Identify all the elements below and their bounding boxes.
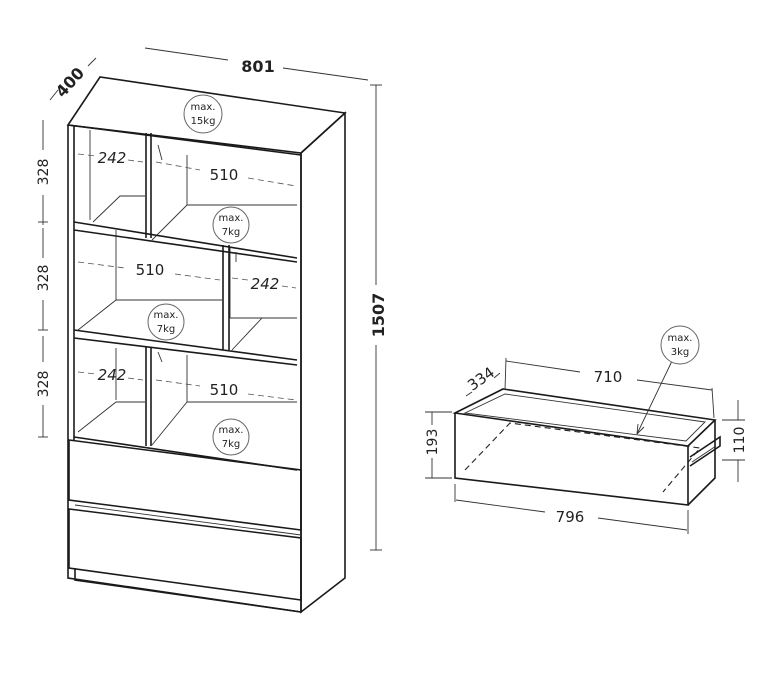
svg-text:max.: max. [219, 425, 244, 436]
svg-text:15kg: 15kg [191, 116, 216, 127]
load-badge-shelf-1: max. 7kg [212, 206, 250, 244]
drawer-bottom [464, 422, 702, 493]
svg-text:7kg: 7kg [222, 439, 241, 450]
bookcase-drawing [66, 76, 347, 614]
load-badge-shelf-3: max. 7kg [212, 418, 250, 456]
top-right-width: 510 [210, 166, 239, 184]
top-left-width: 242 [98, 149, 127, 167]
svg-text:max.: max. [219, 213, 244, 224]
mid-left-width: 510 [136, 261, 165, 279]
bottom-left-width: 242 [98, 366, 127, 384]
shelf-height-bottom: 328 [36, 371, 52, 398]
shelf-height-top: 328 [36, 159, 52, 186]
shelf-1 [73, 221, 298, 259]
svg-text:max.: max. [191, 102, 216, 113]
bookcase-side [300, 111, 346, 614]
bookcase-drawer-1 [68, 439, 302, 531]
load-badge-drawer: max. 3kg [636, 325, 700, 435]
load-badge-top: max. 15kg [183, 94, 223, 134]
drawer-inner-width: 710 [594, 368, 623, 386]
mid-right-width: 242 [251, 275, 280, 293]
svg-text:max.: max. [154, 310, 179, 321]
height-dimension: 1507 [369, 293, 388, 338]
drawer-inner-height: 110 [732, 427, 748, 454]
shelf-height-mid: 328 [36, 265, 52, 292]
depth-dimension: 400 [52, 64, 88, 102]
drawer-inner-depth: 334 [464, 363, 498, 394]
svg-text:3kg: 3kg [671, 347, 690, 358]
svg-text:7kg: 7kg [222, 227, 241, 238]
drawer-drawing [452, 388, 721, 506]
load-badge-shelf-2: max. 7kg [147, 303, 185, 341]
drawer-side [687, 420, 716, 506]
bookcase-drawer-2 [68, 508, 302, 601]
bottom-right-width: 510 [210, 381, 239, 399]
svg-text:7kg: 7kg [157, 324, 176, 335]
drawer-dimensions: 710 334 193 110 796 [425, 357, 748, 534]
drawer-outer-height: 193 [425, 429, 441, 456]
svg-text:max.: max. [668, 333, 693, 344]
shelf-2 [73, 329, 298, 361]
drawer-front-width: 796 [556, 508, 585, 526]
drawer-front [454, 413, 689, 506]
width-dimension: 801 [241, 57, 274, 76]
